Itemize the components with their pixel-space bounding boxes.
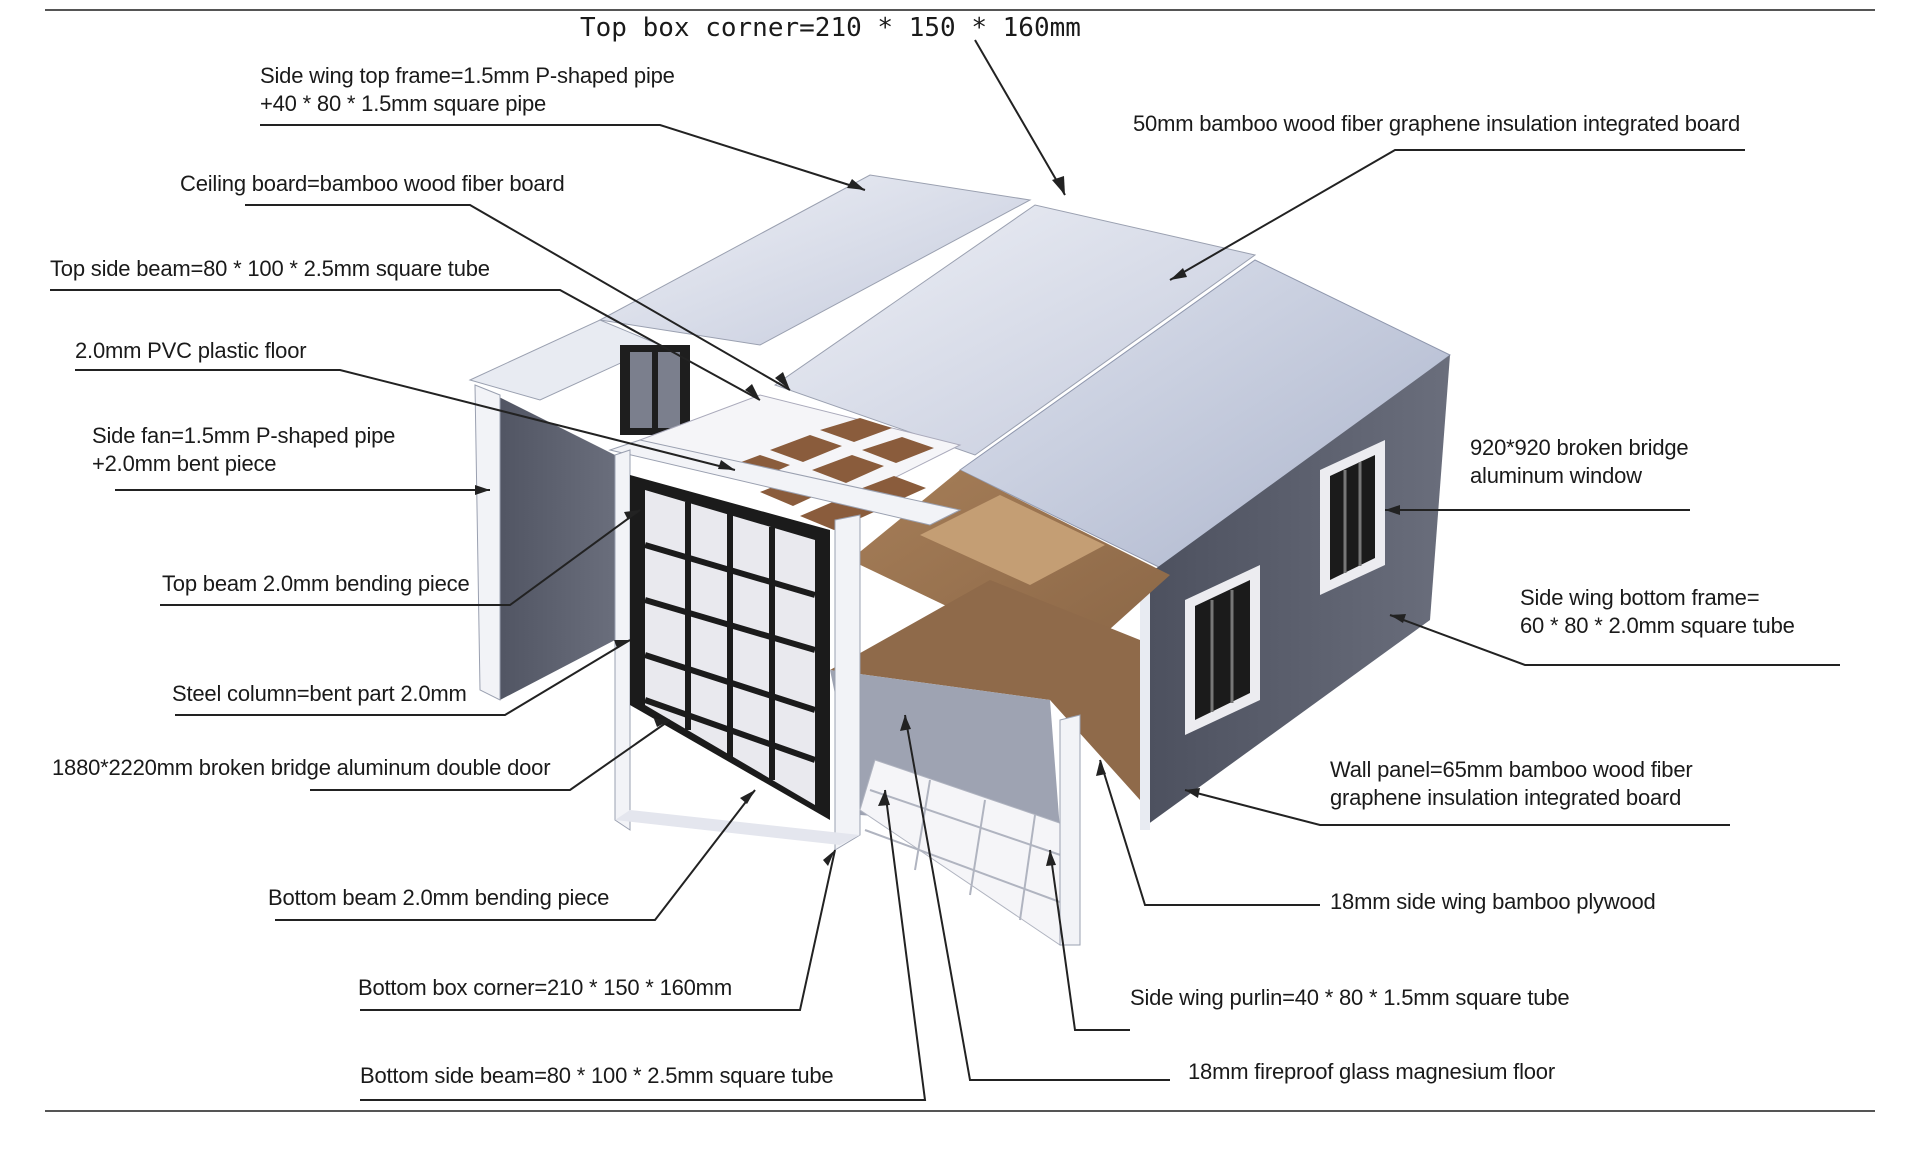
right-window-2-glass [1330, 455, 1375, 580]
left-wing-wall [475, 385, 615, 700]
label-double-door: 1880*2220mm broken bridge aluminum doubl… [52, 755, 551, 780]
label-top-beam: Top beam 2.0mm bending piece [162, 571, 470, 596]
label-wall-panel: Wall panel=65mm bamboo wood fiber graphe… [1330, 757, 1693, 810]
wood-box [920, 495, 1105, 585]
back-window-pane [658, 352, 680, 428]
top-box-corner-title: Top box corner=210 * 150 * 160mm [580, 13, 1081, 43]
top-rule [45, 9, 1875, 11]
leader-arrowheads [475, 176, 1406, 866]
double-door-grid [644, 502, 816, 780]
left-wing-column [474, 384, 501, 701]
label-fireproof-floor: 18mm fireproof glass magnesium floor [1188, 1059, 1555, 1084]
right-window-1-glass [1195, 580, 1250, 720]
label-top-side-beam: Top side beam=80 * 100 * 2.5mm square tu… [50, 256, 490, 281]
label-side-wing-plywood: 18mm side wing bamboo plywood [1330, 889, 1656, 914]
interior-floor [830, 580, 1140, 800]
label-window: 920*920 broken bridge aluminum window [1470, 435, 1689, 488]
label-bottom-beam: Bottom beam 2.0mm bending piece [268, 885, 610, 910]
bottom-beam [615, 810, 860, 845]
side-wing-front-column [1059, 714, 1081, 946]
side-wing-purlins [864, 779, 1076, 921]
leader-lines [50, 39, 1840, 1101]
front-right-column [834, 514, 861, 851]
label-steel-column: Steel column=bent part 2.0mm [172, 681, 467, 706]
label-ceiling-board: Ceiling board=bamboo wood fiber board [180, 171, 565, 196]
right-wall-edge [1140, 575, 1150, 830]
label-bottom-box-corner: Bottom box corner=210 * 150 * 160mm [358, 975, 732, 1000]
bottom-rule [45, 1110, 1875, 1112]
left-wing-roof [598, 174, 1032, 346]
label-side-wing-purlin: Side wing purlin=40 * 80 * 1.5mm square … [1130, 985, 1570, 1010]
label-side-fan: Side fan=1.5mm P-shaped pipe +2.0mm bent… [92, 423, 396, 476]
back-window-pane [630, 352, 652, 428]
label-side-wing-bottom-frame: Side wing bottom frame= 60 * 80 * 2.0mm … [1520, 585, 1795, 638]
label-side-wing-top-frame: Side wing top frame=1.5mm P-shaped pipe … [260, 63, 675, 116]
label-bottom-side-beam: Bottom side beam=80 * 100 * 2.5mm square… [360, 1063, 834, 1088]
label-pvc-floor: 2.0mm PVC plastic floor [75, 338, 307, 363]
label-insulation-board: 50mm bamboo wood fiber graphene insulati… [1133, 111, 1741, 136]
